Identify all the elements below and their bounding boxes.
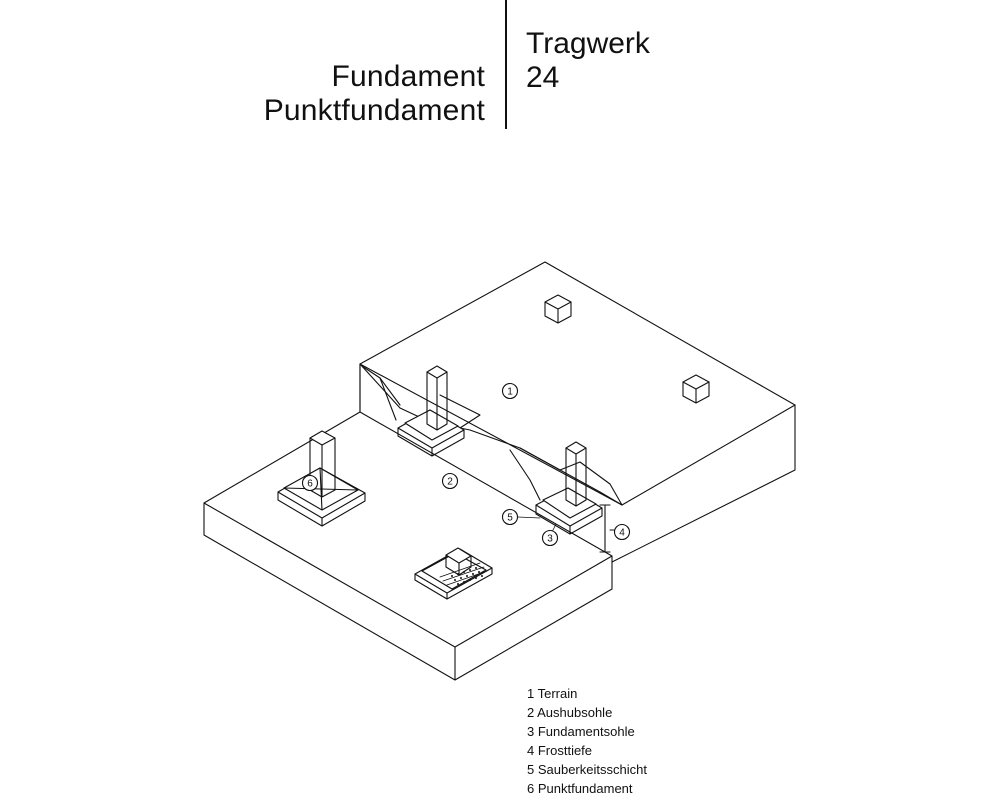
svg-text:3: 3	[547, 534, 553, 545]
title-fundament: Fundament	[331, 60, 485, 93]
terrain-cube-right	[682, 374, 710, 404]
footing-lower-trench	[535, 441, 603, 535]
legend-item-sauberkeitsschicht: 5 Sauberkeitsschicht	[527, 762, 647, 777]
terrain-cube-back	[544, 294, 572, 324]
callout-2: 2	[441, 472, 459, 490]
excavation-block-lower	[203, 411, 613, 681]
legend-item-frosttiefe: 4 Frosttiefe	[527, 743, 593, 758]
svg-text:2: 2	[447, 477, 453, 488]
svg-text:4: 4	[619, 528, 625, 539]
legend-item-punktfundament: 6 Punktfundament	[527, 781, 633, 796]
footing-rebar-mat	[414, 547, 493, 600]
footing-punktfundament	[277, 430, 366, 527]
callout-6: 6	[301, 474, 319, 492]
callout-5: 5	[501, 508, 519, 526]
legend: 1 Terrain 2 Aushubsohle 3 Fundamentsohle…	[527, 684, 647, 798]
title-punktfundament: Punktfundament	[263, 94, 485, 127]
terrain-block-upper	[359, 261, 796, 563]
callout-3: 3	[541, 529, 559, 547]
legend-item-fundamentsohle: 3 Fundamentsohle	[527, 724, 635, 739]
svg-text:5: 5	[507, 513, 513, 524]
section-title: Fundament Punktfundament	[264, 60, 485, 128]
chapter-tragwerk: Tragwerk	[526, 27, 650, 60]
chapter-number: 24	[526, 61, 560, 94]
legend-item-aushubsohle: 2 Aushubsohle	[527, 705, 613, 720]
footing-upper-trench	[397, 365, 465, 457]
callout-4: 4	[613, 523, 631, 541]
svg-text:6: 6	[307, 479, 313, 490]
callout-1: 1	[501, 382, 519, 400]
legend-item-terrain: 1 Terrain	[527, 686, 578, 701]
svg-text:1: 1	[507, 387, 513, 398]
chapter-label: Tragwerk 24	[526, 27, 650, 95]
header-divider	[505, 0, 507, 129]
frost-depth-dimension	[599, 504, 615, 553]
